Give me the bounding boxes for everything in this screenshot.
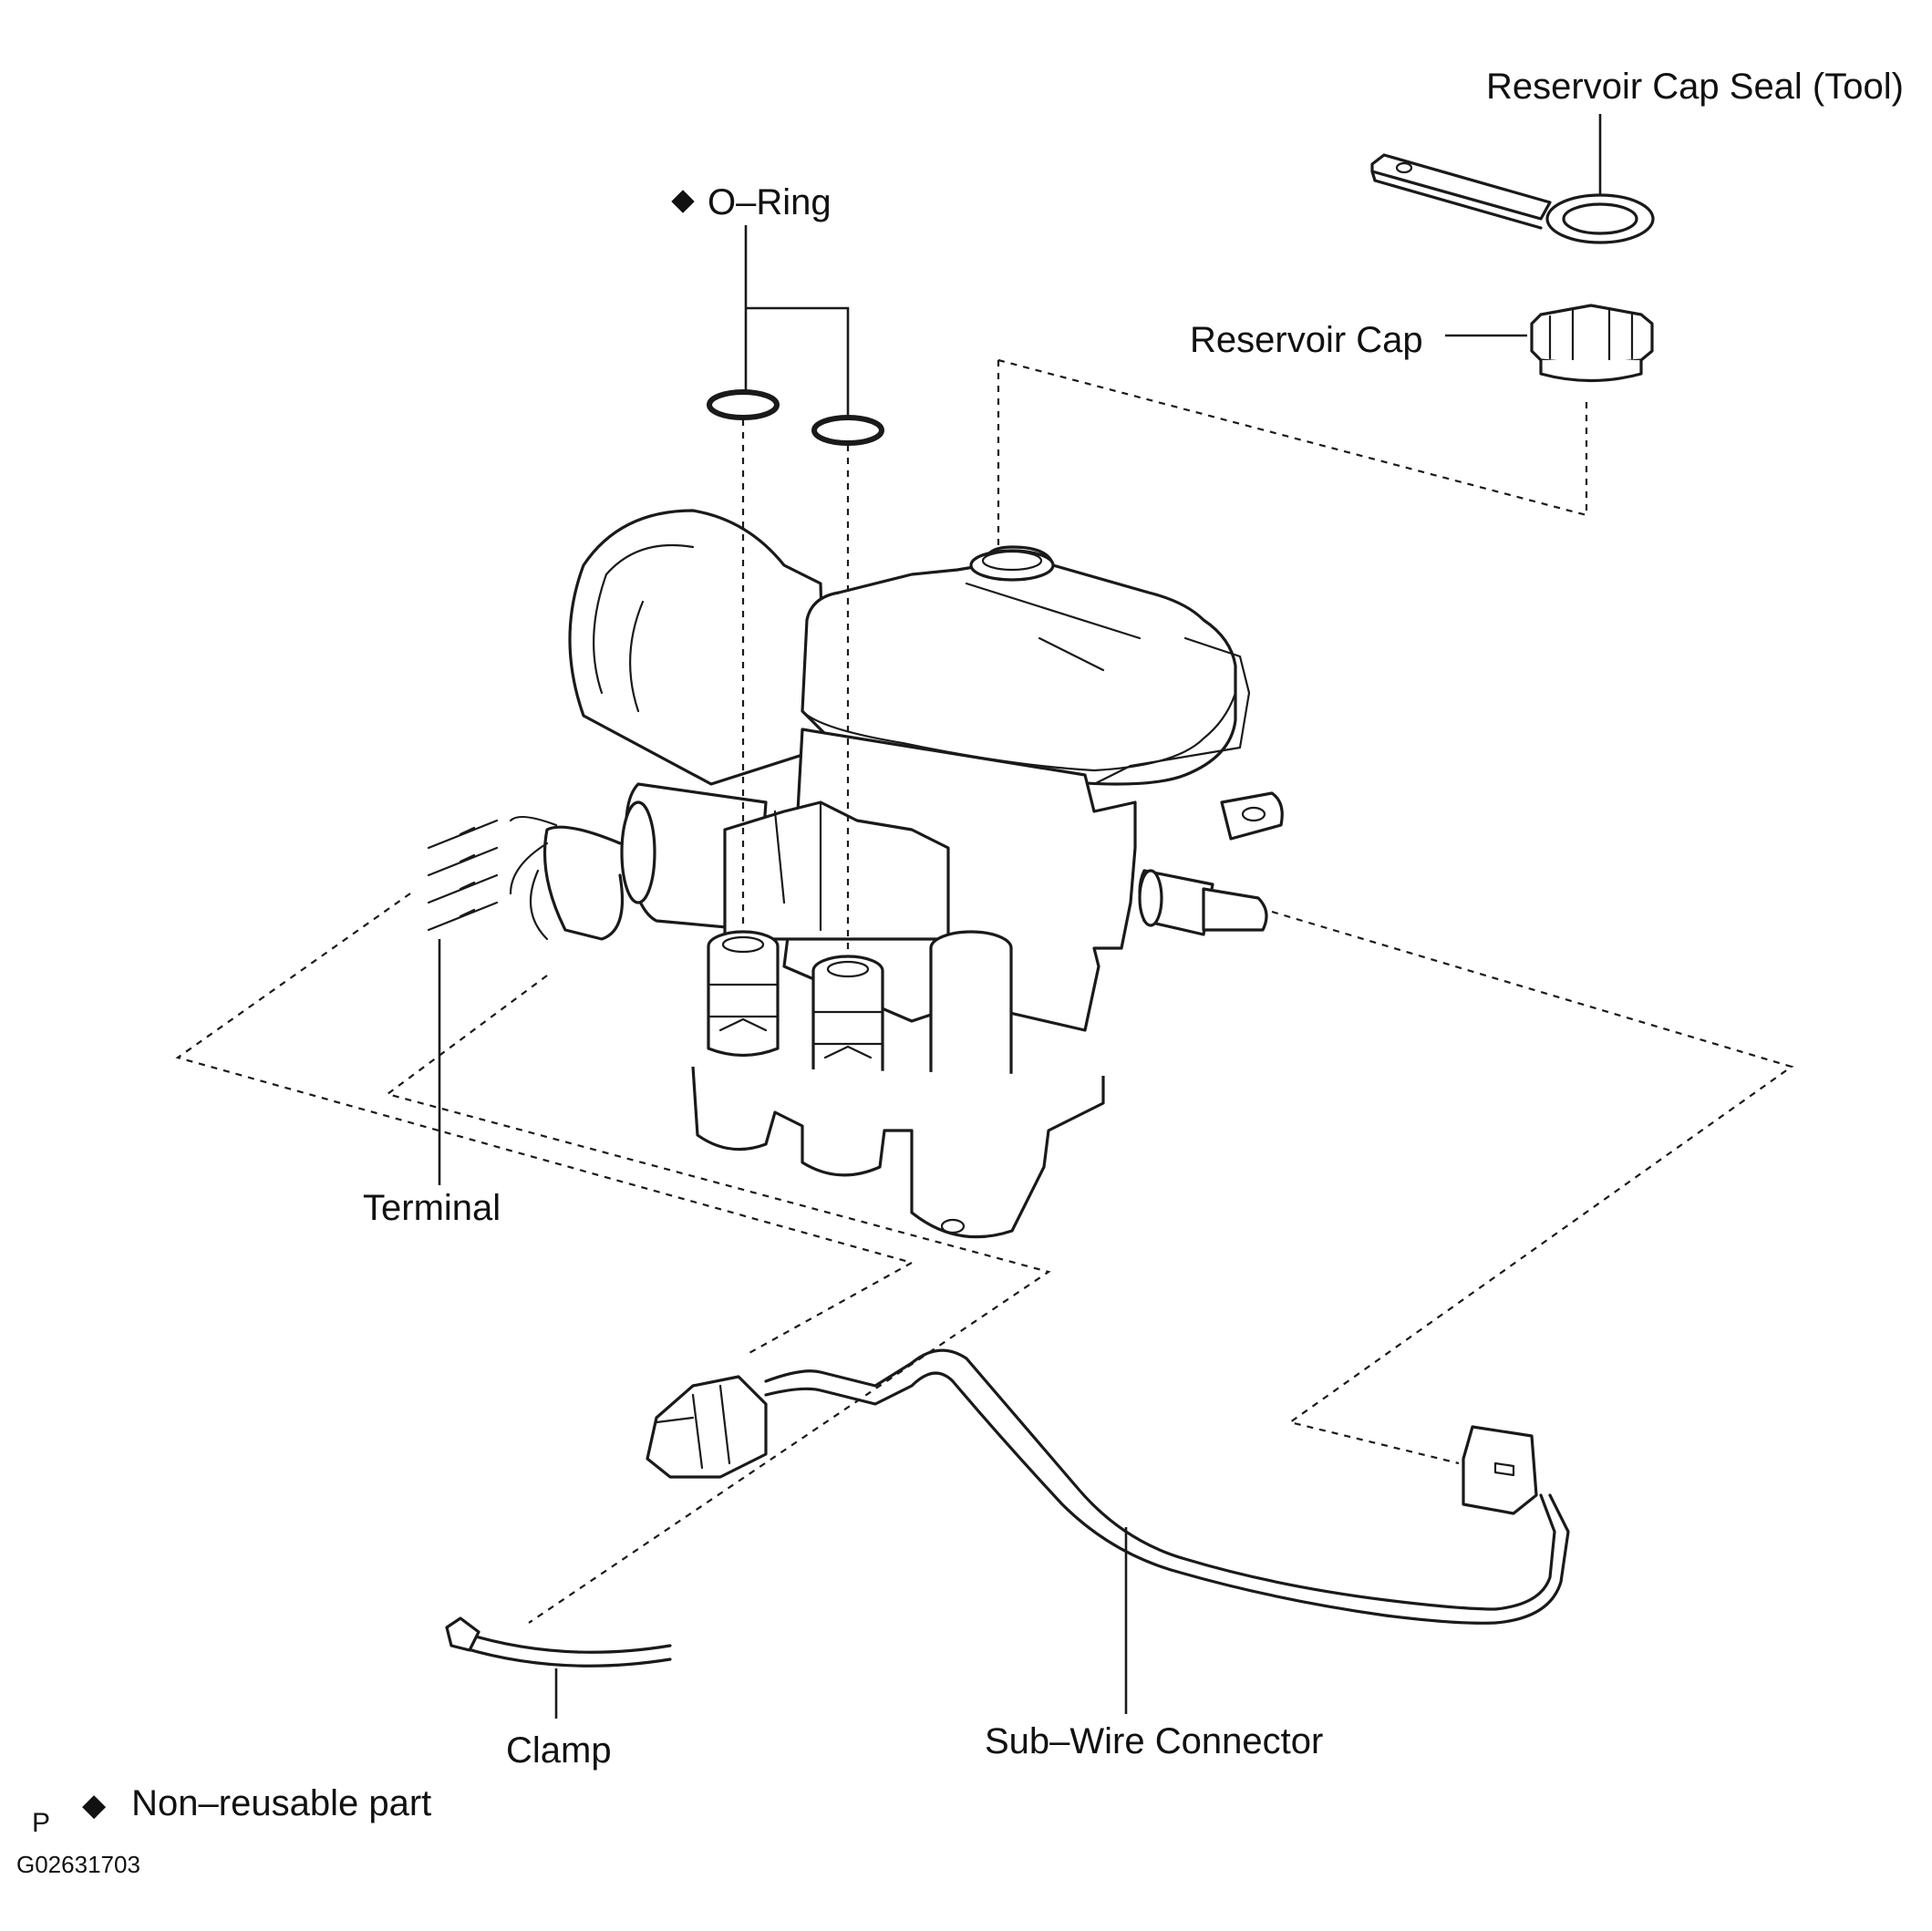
reservoir-cap — [1530, 304, 1654, 383]
leader-lines — [438, 114, 1602, 1719]
legend-text: Non–reusable part — [131, 1783, 432, 1823]
terminal-wires — [427, 815, 624, 941]
legend-diamond-icon: ◆ — [82, 1788, 107, 1823]
brake-actuator-body — [427, 509, 1284, 1239]
non-reusable-diamond-icon — [671, 190, 695, 214]
label-o-ring-text: O–Ring — [708, 182, 832, 222]
legend: ◆ Non–reusable part — [82, 1785, 431, 1822]
label-o-ring: O–Ring — [671, 182, 832, 222]
sub-wire-connector — [646, 1348, 1570, 1625]
label-sub-wire-connector: Sub–Wire Connector — [985, 1721, 1324, 1761]
port-left — [707, 930, 780, 1058]
corner-letter: P — [32, 1808, 51, 1838]
label-reservoir-cap-seal: Reservoir Cap Seal (Tool) — [1486, 67, 1904, 107]
label-reservoir-cap: Reservoir Cap — [1190, 320, 1423, 360]
port-right — [811, 955, 884, 1089]
clamp — [445, 1616, 672, 1668]
o-ring-pair — [707, 389, 884, 446]
actuator-side-connector — [1138, 869, 1268, 936]
figure-code: G02631703 — [16, 1851, 140, 1878]
label-terminal: Terminal — [363, 1188, 501, 1228]
alignment-dashed-lines — [175, 358, 1794, 1624]
label-clamp: Clamp — [506, 1730, 612, 1771]
reservoir-cap-seal-tool — [1370, 153, 1655, 244]
